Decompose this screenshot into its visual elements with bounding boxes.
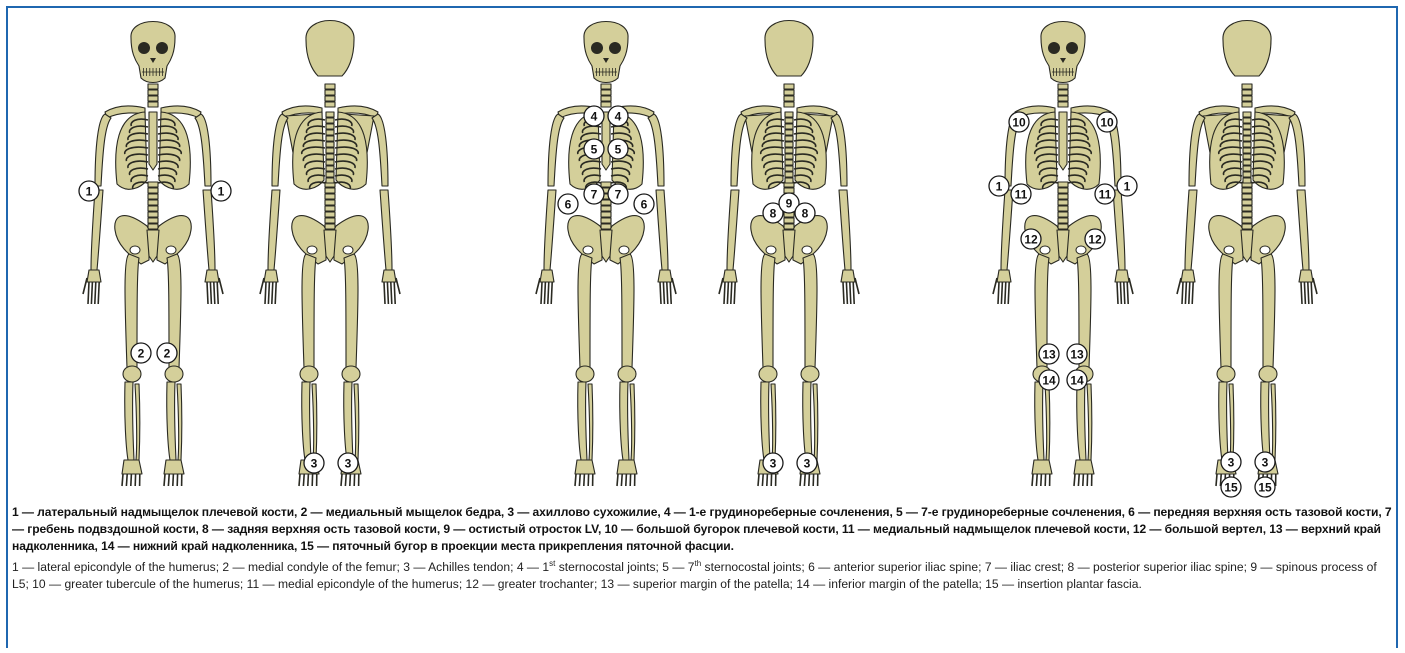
marker-11: 11: [1011, 184, 1031, 204]
marker-label: 13: [1070, 348, 1084, 362]
marker-label: 1: [1124, 180, 1131, 194]
marker-7: 7: [584, 184, 604, 204]
marker-6: 6: [558, 194, 578, 214]
marker-1: 1: [211, 181, 231, 201]
caption-russian: 1 — латеральный надмыщелок плечевой кост…: [12, 504, 1392, 555]
marker-3: 3: [304, 453, 324, 473]
marker-10: 10: [1009, 112, 1029, 132]
marker-1: 1: [1117, 176, 1137, 196]
marker-label: 6: [641, 198, 648, 212]
skeleton-2: [260, 21, 400, 487]
marker-label: 3: [770, 457, 777, 471]
marker-label: 7: [615, 188, 622, 202]
marker-4: 4: [584, 106, 604, 126]
marker-label: 9: [786, 197, 793, 211]
skeleton-4: [719, 21, 859, 487]
marker-5: 5: [584, 139, 604, 159]
marker-label: 1: [996, 180, 1003, 194]
marker-label: 13: [1042, 348, 1056, 362]
marker-3: 3: [338, 453, 358, 473]
marker-15: 15: [1221, 477, 1241, 497]
marker-label: 5: [615, 143, 622, 157]
marker-12: 12: [1085, 229, 1105, 249]
marker-6: 6: [634, 194, 654, 214]
figure-caption: 1 — латеральный надмыщелок плечевой кост…: [12, 504, 1392, 593]
skeleton-5: [993, 22, 1133, 487]
marker-7: 7: [608, 184, 628, 204]
marker-label: 8: [770, 207, 777, 221]
marker-label: 2: [138, 347, 145, 361]
marker-13: 13: [1067, 344, 1087, 364]
marker-label: 3: [311, 457, 318, 471]
marker-1: 1: [989, 176, 1009, 196]
marker-label: 3: [1228, 456, 1235, 470]
marker-13: 13: [1039, 344, 1059, 364]
marker-12: 12: [1021, 229, 1041, 249]
marker-3: 3: [1255, 452, 1275, 472]
marker-14: 14: [1067, 370, 1087, 390]
marker-2: 2: [157, 343, 177, 363]
marker-3: 3: [797, 453, 817, 473]
marker-10: 10: [1097, 112, 1117, 132]
marker-15: 15: [1255, 477, 1275, 497]
marker-label: 10: [1012, 116, 1026, 130]
marker-label: 10: [1100, 116, 1114, 130]
marker-14: 14: [1039, 370, 1059, 390]
skeleton-3: [536, 22, 676, 487]
marker-label: 7: [591, 188, 598, 202]
marker-label: 2: [164, 347, 171, 361]
marker-3: 3: [763, 453, 783, 473]
marker-2: 2: [131, 343, 151, 363]
marker-label: 6: [565, 198, 572, 212]
marker-label: 8: [802, 207, 809, 221]
marker-label: 15: [1258, 481, 1272, 495]
marker-label: 3: [804, 457, 811, 471]
marker-3: 3: [1221, 452, 1241, 472]
marker-8: 8: [795, 203, 815, 223]
caption-english-part1: 1 — lateral epicondyle of the humerus; 2…: [12, 560, 549, 574]
marker-label: 3: [345, 457, 352, 471]
marker-label: 12: [1024, 233, 1038, 247]
marker-label: 4: [591, 110, 598, 124]
marker-label: 5: [591, 143, 598, 157]
skeleton-1: [83, 22, 223, 487]
caption-english: 1 — lateral epicondyle of the humerus; 2…: [12, 555, 1392, 593]
marker-label: 11: [1099, 188, 1112, 202]
marker-4: 4: [608, 106, 628, 126]
marker-label: 1: [218, 185, 225, 199]
marker-5: 5: [608, 139, 628, 159]
marker-label: 14: [1042, 374, 1056, 388]
marker-label: 15: [1224, 481, 1238, 495]
marker-11: 11: [1095, 184, 1115, 204]
marker-label: 12: [1088, 233, 1102, 247]
marker-label: 4: [615, 110, 622, 124]
marker-label: 14: [1070, 374, 1084, 388]
marker-label: 1: [86, 185, 93, 199]
marker-label: 3: [1262, 456, 1269, 470]
marker-1: 1: [79, 181, 99, 201]
skeleton-6: [1177, 21, 1317, 487]
caption-english-part2: sternocostal joints; 5 — 7: [555, 560, 694, 574]
marker-label: 11: [1015, 188, 1028, 202]
